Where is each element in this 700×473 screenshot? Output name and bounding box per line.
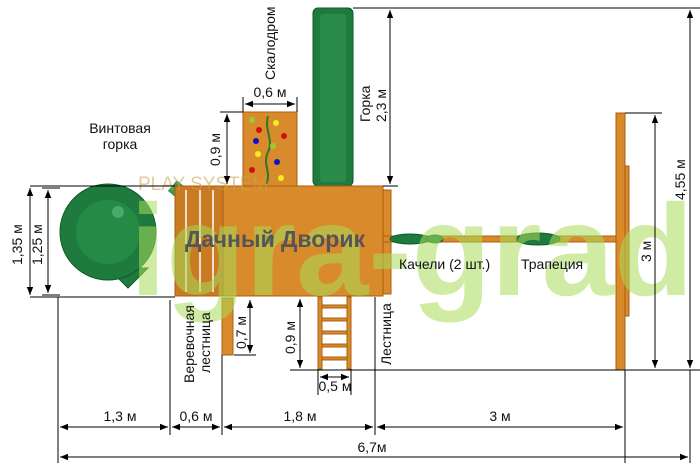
spiral-slide bbox=[59, 180, 193, 289]
dim-bottom-2: 0,6 м bbox=[180, 408, 213, 424]
dim-125: 1,25 м bbox=[29, 224, 45, 265]
dim-bottom-4: 3 м bbox=[489, 408, 510, 424]
ladder bbox=[317, 296, 352, 370]
dimension-lines bbox=[26, 7, 700, 463]
slide-bed bbox=[320, 14, 346, 182]
product-name: Дачный Дворик bbox=[185, 226, 365, 252]
rope-ladder-label-2: лестница bbox=[197, 312, 213, 373]
dim-bottom-1: 1,3 м bbox=[104, 408, 137, 424]
dim-ladder-w: 0,5 м bbox=[319, 378, 352, 394]
dim-total-w: 6,7м bbox=[357, 439, 386, 455]
dim-total-h: 4,55 м bbox=[672, 159, 688, 200]
trapeze-label: Трапеция bbox=[521, 256, 583, 272]
rope-ladder bbox=[221, 297, 234, 356]
dim-135: 1,35 м bbox=[9, 224, 25, 265]
slide-height-label: 2,3 м bbox=[373, 89, 389, 122]
dim-swing-h: 3 м bbox=[638, 241, 654, 262]
dim-bottom-3: 1,8 м bbox=[284, 408, 317, 424]
swings-label: Качели (2 шт.) bbox=[399, 256, 490, 272]
spiral-slide-label-2: горка bbox=[103, 136, 138, 152]
ladder-label: Лестница bbox=[378, 303, 394, 365]
watermark: igra-grad PLAY SYSTEM bbox=[130, 174, 693, 323]
spiral-slide-label: Винтовая bbox=[89, 120, 151, 136]
dim-wall-width: 0,6 м bbox=[254, 84, 287, 100]
climbing-wall-label: Скалодром bbox=[262, 7, 278, 81]
dim-ladder-h: 0,9 м bbox=[282, 321, 298, 354]
climbing-wall bbox=[242, 111, 298, 187]
slide-label: Горка bbox=[357, 85, 373, 122]
svg-text:PLAY SYSTEM: PLAY SYSTEM bbox=[138, 174, 268, 195]
svg-text:igra-grad: igra-grad bbox=[130, 177, 693, 323]
dim-rope-ladder: 0,7 м bbox=[233, 316, 249, 349]
dim-wall-height: 0,9 м bbox=[207, 133, 223, 166]
rope-ladder-label: Веревочная bbox=[181, 305, 197, 383]
